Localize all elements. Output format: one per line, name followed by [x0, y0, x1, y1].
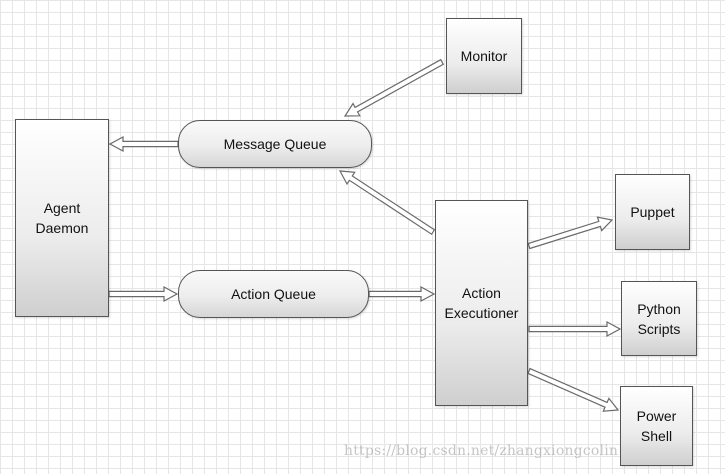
- arrow-message-queue-to-agent-daemon: [108, 135, 179, 153]
- action-queue-node: Action Queue: [178, 270, 369, 318]
- arrow-executioner-to-python-scripts: [528, 320, 622, 338]
- arrow-agent-daemon-to-action-queue: [108, 285, 179, 303]
- message-queue-node: Message Queue: [178, 120, 372, 168]
- monitor-node: Monitor: [446, 18, 522, 94]
- agent-daemon-node: Agent Daemon: [15, 119, 109, 317]
- arrow-executioner-to-power-shell: [527, 367, 620, 412]
- arrow-executioner-to-message-queue: [338, 170, 436, 236]
- watermark-text: https://blog.csdn.net/zhangxiongcolin: [344, 443, 619, 459]
- puppet-node: Puppet: [615, 174, 690, 250]
- arrow-action-queue-to-executioner: [368, 285, 436, 303]
- arrow-monitor-to-message-queue: [343, 58, 445, 117]
- python-scripts-node: Python Scripts: [621, 281, 697, 356]
- action-executioner-node: Action Executioner: [435, 200, 528, 406]
- power-shell-node: Power Shell: [620, 386, 693, 466]
- arrow-executioner-to-puppet: [527, 216, 614, 250]
